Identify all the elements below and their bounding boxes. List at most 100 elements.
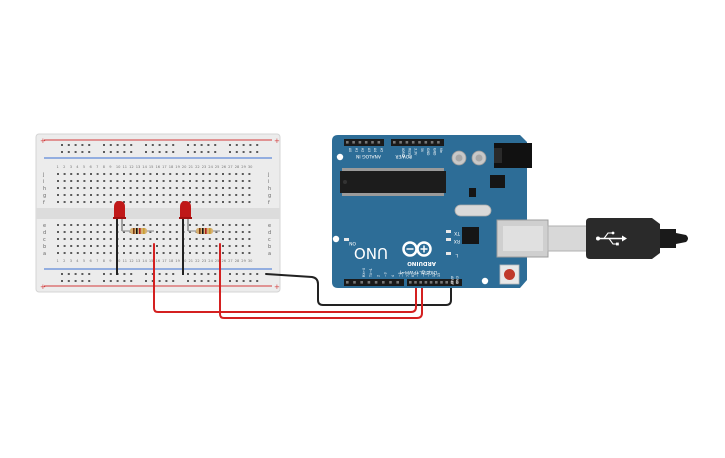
terminal-hole[interactable] <box>222 231 224 233</box>
terminal-hole[interactable] <box>195 252 198 254</box>
terminal-hole[interactable] <box>90 173 92 175</box>
terminal-hole[interactable] <box>63 245 66 247</box>
terminal-hole[interactable] <box>182 180 185 182</box>
terminal-hole[interactable] <box>169 173 172 175</box>
rail-hole[interactable] <box>229 151 231 153</box>
terminal-hole[interactable] <box>156 187 158 189</box>
rail-hole[interactable] <box>249 273 252 275</box>
terminal-hole[interactable] <box>142 252 145 254</box>
terminal-hole[interactable] <box>103 194 106 196</box>
terminal-hole[interactable] <box>136 180 139 182</box>
digital-pin[interactable] <box>435 281 438 284</box>
rail-hole[interactable] <box>103 144 105 146</box>
terminal-hole[interactable] <box>57 173 59 175</box>
terminal-hole[interactable] <box>162 173 165 175</box>
terminal-hole[interactable] <box>241 201 244 203</box>
power-pin[interactable] <box>393 141 396 144</box>
terminal-hole[interactable] <box>235 252 238 254</box>
terminal-hole[interactable] <box>162 224 165 226</box>
terminal-hole[interactable] <box>189 194 191 196</box>
terminal-hole[interactable] <box>136 224 139 226</box>
terminal-hole[interactable] <box>248 238 251 240</box>
rail-hole[interactable] <box>81 280 84 282</box>
terminal-hole[interactable] <box>103 238 106 240</box>
terminal-hole[interactable] <box>208 180 211 182</box>
terminal-hole[interactable] <box>189 173 191 175</box>
usb-cable[interactable] <box>547 218 688 259</box>
terminal-hole[interactable] <box>149 173 152 175</box>
terminal-hole[interactable] <box>241 252 244 254</box>
terminal-hole[interactable] <box>235 201 238 203</box>
terminal-hole[interactable] <box>156 180 158 182</box>
digital-pin[interactable] <box>360 281 363 284</box>
rail-hole[interactable] <box>187 151 189 153</box>
terminal-hole[interactable] <box>241 187 244 189</box>
terminal-hole[interactable] <box>83 245 86 247</box>
terminal-hole[interactable] <box>189 238 191 240</box>
terminal-hole[interactable] <box>222 194 224 196</box>
rail-hole[interactable] <box>151 144 154 146</box>
terminal-hole[interactable] <box>63 224 66 226</box>
rail-hole[interactable] <box>130 151 133 153</box>
terminal-hole[interactable] <box>123 238 125 240</box>
terminal-hole[interactable] <box>175 173 178 175</box>
rail-hole[interactable] <box>214 273 217 275</box>
rail-hole[interactable] <box>158 144 161 146</box>
terminal-hole[interactable] <box>83 194 86 196</box>
digital-pin[interactable] <box>389 281 392 284</box>
terminal-hole[interactable] <box>109 224 112 226</box>
rail-hole[interactable] <box>67 144 70 146</box>
terminal-hole[interactable] <box>248 224 251 226</box>
power-header[interactable] <box>391 139 444 146</box>
terminal-hole[interactable] <box>70 201 73 203</box>
terminal-hole[interactable] <box>70 224 73 226</box>
terminal-hole[interactable] <box>228 238 231 240</box>
terminal-hole[interactable] <box>123 194 125 196</box>
terminal-hole[interactable] <box>96 252 99 254</box>
rail-hole[interactable] <box>242 280 245 282</box>
terminal-hole[interactable] <box>202 245 205 247</box>
terminal-hole[interactable] <box>248 252 251 254</box>
terminal-hole[interactable] <box>136 194 139 196</box>
rail-hole[interactable] <box>109 280 112 282</box>
terminal-hole[interactable] <box>103 245 106 247</box>
terminal-hole[interactable] <box>116 173 119 175</box>
terminal-hole[interactable] <box>90 252 92 254</box>
rail-hole[interactable] <box>242 151 245 153</box>
rail-hole[interactable] <box>109 273 112 275</box>
digital-pin[interactable] <box>440 281 443 284</box>
rail-hole[interactable] <box>88 144 91 146</box>
terminal-hole[interactable] <box>142 194 145 196</box>
terminal-hole[interactable] <box>123 224 125 226</box>
terminal-hole[interactable] <box>202 238 205 240</box>
terminal-hole[interactable] <box>129 180 132 182</box>
power-pin[interactable] <box>430 141 434 144</box>
terminal-hole[interactable] <box>109 194 112 196</box>
terminal-hole[interactable] <box>123 252 125 254</box>
rail-hole[interactable] <box>187 273 189 275</box>
rail-hole[interactable] <box>249 151 252 153</box>
terminal-hole[interactable] <box>123 187 125 189</box>
terminal-hole[interactable] <box>195 238 198 240</box>
rail-hole[interactable] <box>74 151 77 153</box>
terminal-hole[interactable] <box>90 245 92 247</box>
terminal-hole[interactable] <box>169 238 172 240</box>
terminal-hole[interactable] <box>228 180 231 182</box>
rail-hole[interactable] <box>130 280 133 282</box>
terminal-hole[interactable] <box>136 201 139 203</box>
terminal-hole[interactable] <box>142 180 145 182</box>
rail-hole[interactable] <box>88 151 91 153</box>
digital-pin[interactable] <box>450 281 454 284</box>
terminal-hole[interactable] <box>123 231 125 233</box>
terminal-hole[interactable] <box>189 180 191 182</box>
terminal-hole[interactable] <box>129 245 132 247</box>
terminal-hole[interactable] <box>195 187 198 189</box>
led-2[interactable] <box>179 201 192 275</box>
rail-hole[interactable] <box>235 273 238 275</box>
terminal-hole[interactable] <box>57 194 59 196</box>
rail-hole[interactable] <box>67 151 70 153</box>
rail-hole[interactable] <box>123 280 126 282</box>
rail-hole[interactable] <box>88 280 91 282</box>
terminal-hole[interactable] <box>169 245 172 247</box>
terminal-hole[interactable] <box>63 231 66 233</box>
